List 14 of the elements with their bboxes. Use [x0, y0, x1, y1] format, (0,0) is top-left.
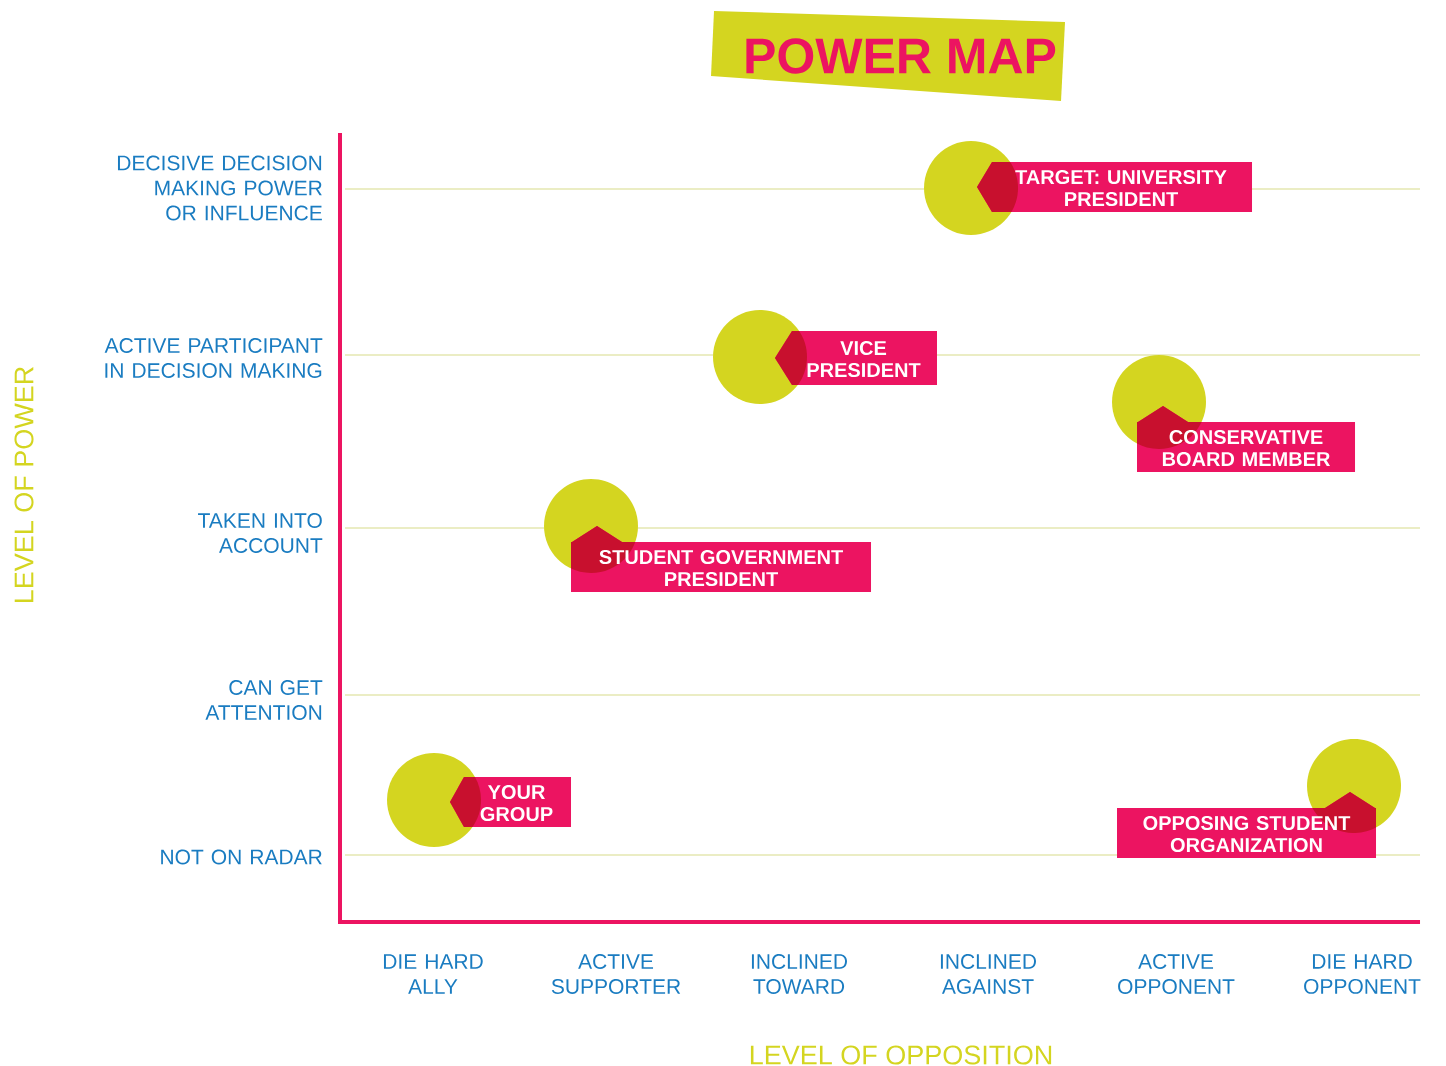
- axis-label: ACTIVE OPPONENT: [1118, 954, 1235, 994]
- title-banner: POWER MAP: [711, 11, 1065, 101]
- axis-label: TAKEN INTO ACCOUNT: [198, 513, 323, 553]
- axis-label: CAN GET ATTENTION: [205, 680, 323, 720]
- axis-title: LEVEL OF OPPOSITION: [750, 1045, 1052, 1065]
- axis-label: DECISIVE DECISION MAKING POWER OR INFLUENCE: [118, 155, 322, 221]
- axis-label: ACTIVE SUPPORTER: [551, 954, 681, 994]
- axis-label: NOT ON RADAR: [161, 849, 322, 865]
- axis-label: DIE HARD ALLY: [383, 954, 483, 994]
- axis-label: ACTIVE PARTICIPANT IN DECISION MAKING: [104, 338, 323, 378]
- axis-label: DIE HARD OPPONENT: [1304, 954, 1421, 994]
- axis-title: LEVEL OF POWER: [14, 367, 34, 603]
- axis-label: INCLINED TOWARD: [751, 954, 847, 994]
- axis-label: INCLINED AGAINST: [940, 954, 1036, 994]
